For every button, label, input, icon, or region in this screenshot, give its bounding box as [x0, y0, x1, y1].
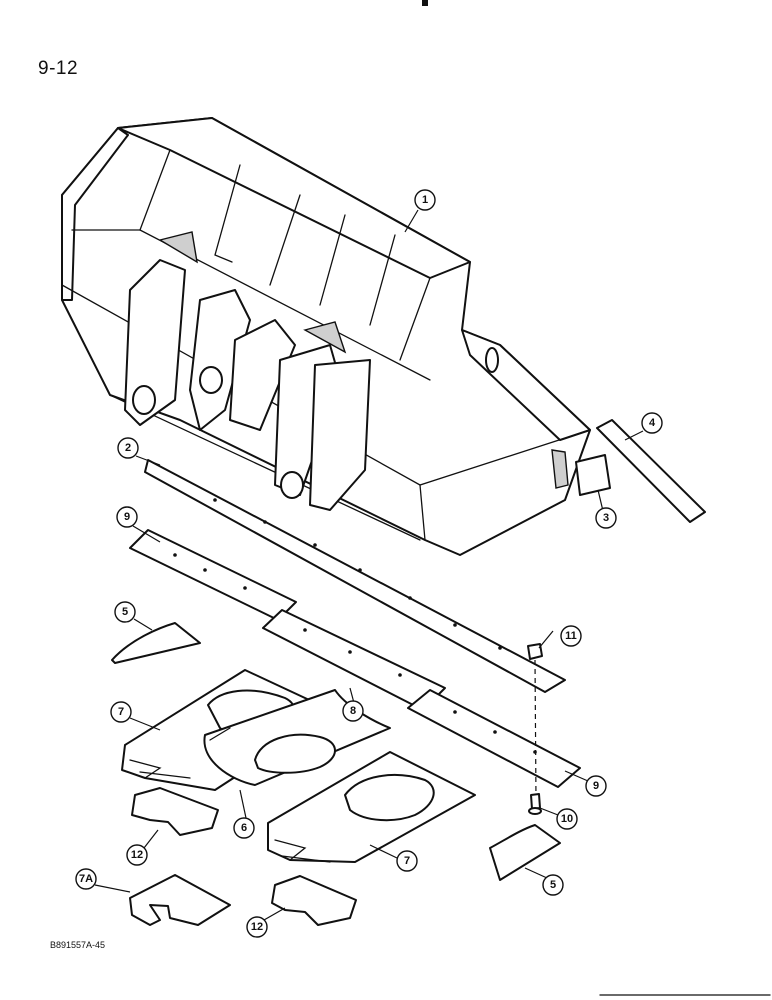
svg-text:9: 9: [124, 511, 130, 523]
leader-lines: [94, 209, 644, 921]
callout-6: 6: [233, 817, 255, 839]
svg-text:7: 7: [118, 706, 124, 718]
callout-9-right: 9: [585, 775, 607, 797]
callout-7-left: 7: [110, 701, 132, 723]
part-9-blade-left: [129, 529, 297, 621]
page-number: 9-12: [38, 58, 79, 79]
callout-2: 2: [117, 437, 139, 459]
callout-10: 10: [556, 808, 578, 830]
callout-11: 11: [560, 625, 582, 647]
svg-text:5: 5: [122, 606, 128, 618]
callout-3: 3: [595, 507, 617, 529]
callout-7a: 7A: [75, 868, 97, 890]
svg-text:12: 12: [251, 921, 263, 933]
part-2-cutting-edge: [144, 459, 566, 693]
part-12-shim-upper: [131, 787, 219, 836]
callout-7-right: 7: [396, 850, 418, 872]
svg-text:10: 10: [561, 813, 573, 825]
part-9-blade-right: [407, 689, 581, 788]
svg-text:6: 6: [241, 822, 247, 834]
bolt-10: [528, 793, 542, 815]
svg-text:7A: 7A: [79, 873, 93, 885]
svg-text:2: 2: [125, 442, 131, 454]
part-4-strip: [596, 419, 706, 523]
svg-text:1: 1: [422, 194, 428, 206]
part-3-block: [575, 454, 611, 496]
callout-12-lower: 12: [246, 916, 268, 938]
svg-text:4: 4: [649, 417, 656, 429]
callout-1: 1: [414, 189, 436, 211]
part-5-wedge-left: [111, 622, 201, 664]
part-8-blade-middle: [262, 609, 446, 711]
svg-text:8: 8: [350, 705, 356, 717]
svg-text:12: 12: [131, 849, 143, 861]
svg-text:5: 5: [550, 879, 556, 891]
scan-mark-top: [422, 0, 428, 6]
part-12-shim-lower: [271, 875, 357, 926]
bucket: [61, 117, 591, 556]
part-5-wedge-right: [489, 824, 561, 881]
svg-text:9: 9: [593, 780, 599, 792]
figure-code: B891557A-45: [50, 940, 106, 950]
part-7-wear-plate-right: [267, 751, 476, 863]
callout-9-left: 9: [116, 506, 138, 528]
callout-8: 8: [342, 700, 364, 722]
part-7a-slotted-shim: [129, 874, 231, 926]
svg-text:7: 7: [404, 855, 410, 867]
svg-text:3: 3: [603, 512, 609, 524]
callout-4: 4: [641, 412, 663, 434]
svg-text:11: 11: [565, 630, 577, 642]
callout-5-right: 5: [542, 874, 564, 896]
nut-11: [527, 643, 543, 660]
callout-5-left: 5: [114, 601, 136, 623]
callout-12-upper: 12: [126, 844, 148, 866]
